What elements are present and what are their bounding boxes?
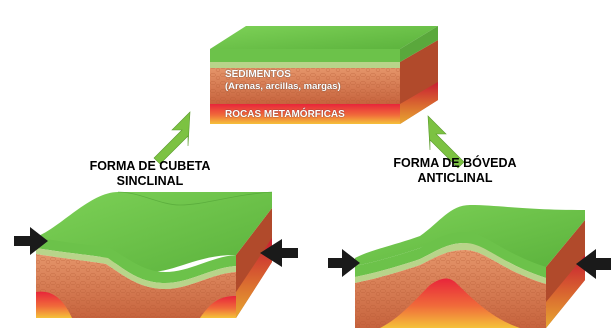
top-block-thin-layer	[210, 62, 400, 68]
anticline-title-line2: ANTICLINAL	[417, 170, 493, 185]
top-block-side-meta	[400, 82, 438, 124]
anticline-side-meta	[546, 255, 585, 328]
top-block-side-green	[400, 26, 438, 62]
green-arrow-right	[427, 115, 465, 169]
syncline-front-thin	[36, 248, 236, 289]
syncline-surface-fold-line	[117, 191, 273, 206]
metamorphic-label: ROCAS METAMÓRFICAS	[225, 109, 345, 120]
syncline-front-metamorphic	[36, 291, 72, 318]
syncline-title-line2: SINCLINAL	[116, 173, 184, 188]
syncline-title-line1: FORMA DE CUBETA	[89, 159, 211, 173]
syncline-front-metamorphic-right	[200, 296, 236, 318]
sediments-detail: (Arenas, arcillas, margas)	[225, 81, 341, 92]
top-block-metamorphic-layer	[210, 104, 400, 124]
sediments-title: SEDIMENTOS	[225, 69, 291, 80]
undeformed-block	[210, 26, 438, 124]
compression-arrow-left-2	[260, 239, 298, 267]
syncline-block	[36, 191, 273, 318]
syncline-front-green	[36, 237, 236, 283]
anticline-front-green	[355, 232, 546, 278]
top-block-surface	[210, 26, 438, 49]
compression-arrow-right-2	[576, 249, 611, 279]
syncline-sediment-texture	[36, 254, 236, 318]
top-block-green-front	[210, 49, 400, 62]
syncline-title: FORMA DE CUBETA SINCLINAL	[80, 160, 220, 187]
compression-arrow-left-1	[14, 227, 48, 255]
top-block-sediment-texture	[210, 68, 400, 104]
compression-arrow-right-1	[328, 249, 360, 277]
anticline-title-line1: FORMA DE BÓVEDA	[393, 156, 517, 170]
green-arrow-left	[153, 111, 191, 165]
anticline-front-thin	[355, 243, 546, 284]
syncline-side-meta	[236, 238, 272, 318]
anticline-front-metamorphic	[380, 278, 520, 328]
anticline-title: FORMA DE BÓVEDA ANTICLINAL	[380, 157, 530, 184]
anticline-block	[355, 205, 585, 328]
